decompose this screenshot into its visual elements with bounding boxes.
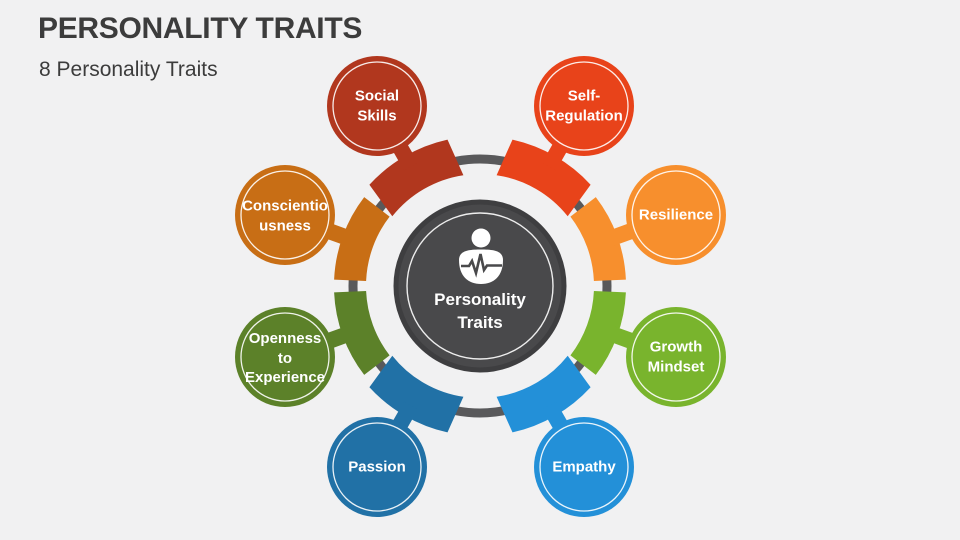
node-inner-ring [240,170,330,260]
person-heartbeat-icon [459,228,503,284]
arc-passion [369,355,464,433]
node-resilience [626,165,726,265]
arc-resilience [570,197,626,281]
node-inner-ring [631,312,721,402]
node-circle [327,56,427,156]
node-self-regulation [534,56,634,156]
stem-resilience [608,223,634,246]
node-inner-ring [631,170,721,260]
person-torso [459,249,503,284]
page-subtitle: 8 Personality Traits [39,58,218,81]
node-circle [534,417,634,517]
node-passion [327,417,427,517]
arc-empathy [496,355,591,433]
node-inner-ring [539,422,629,512]
stem-growth-mindset [608,326,634,349]
node-conscientiousness [235,165,335,265]
person-head [471,228,491,248]
arc-openness [334,291,390,375]
node-empathy [534,417,634,517]
heartbeat-line [461,253,502,278]
node-circle [626,307,726,407]
node-inner-ring [332,422,422,512]
arc-growth-mindset [570,291,626,375]
page-title: PERSONALITY TRAITS [38,12,363,45]
node-inner-ring [539,61,629,151]
node-openness [235,307,335,407]
arc-social-skills [369,139,464,217]
stem-conscientiousness [326,223,352,246]
hub-inner-ring [406,212,554,360]
stem-openness [326,326,352,349]
node-circle [235,307,335,407]
node-growth-mindset [626,307,726,407]
node-circle [626,165,726,265]
node-inner-ring [240,312,330,402]
node-circle [327,417,427,517]
arc-self-regulation [496,139,591,217]
node-social-skills [327,56,427,156]
hub-circle [393,199,567,373]
hub-outer-ring [348,154,612,418]
node-inner-ring [332,61,422,151]
arc-conscientiousness [334,197,390,281]
node-circle [534,56,634,156]
node-circle [235,165,335,265]
